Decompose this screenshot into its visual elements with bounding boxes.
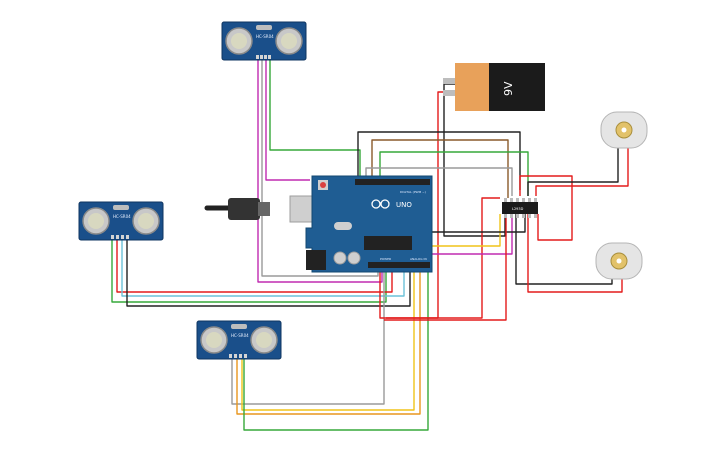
wire-motor-bottom-a[interactable] — [515, 214, 613, 285]
wire-left-sensor-trig[interactable] — [116, 240, 393, 293]
motor-driver-label: L293D — [512, 207, 524, 211]
wire-left-sensor-echo[interactable] — [121, 240, 405, 297]
wire-board-brown[interactable] — [371, 139, 509, 198]
wire-bottom-sensor-echo[interactable] — [241, 272, 415, 411]
wire-driver-magenta[interactable] — [404, 214, 513, 255]
motor-driver[interactable]: L293D — [502, 198, 538, 218]
wire-left-sensor-gnd[interactable] — [126, 240, 411, 307]
wires — [111, 58, 629, 431]
wire-bottom-sensor-gnd[interactable] — [243, 272, 429, 431]
wire-top-sensor-gnd[interactable] — [269, 58, 361, 184]
sensor-bottom-label: HC-SR04 — [231, 333, 249, 338]
board-digital-label: DIGITAL (PWM ~) — [400, 190, 426, 194]
wire-driver-red-b[interactable] — [519, 175, 573, 241]
wire-driver-red-a[interactable] — [386, 197, 500, 319]
dc-motor-top[interactable] — [600, 111, 648, 149]
ultrasonic-sensor-bottom[interactable]: HC-SR04 — [196, 320, 282, 360]
wire-left-sensor-vcc[interactable] — [111, 240, 387, 303]
wire-top-sensor-echo[interactable] — [265, 58, 310, 181]
dc-motor-icon — [595, 242, 643, 280]
wire-top-sensor-trig[interactable] — [261, 58, 379, 277]
ultrasonic-sensor-icon — [225, 25, 303, 55]
wire-bottom-sensor-vcc[interactable] — [231, 272, 385, 405]
battery-label: 9V — [502, 81, 515, 96]
arduino-uno-board[interactable]: UNO DIGITAL (PWM ~) POWER ANALOG IN — [204, 175, 433, 273]
sensor-top-label: HC-SR04 — [256, 34, 274, 39]
arduino-logo-icon — [371, 199, 390, 209]
wire-top-sensor-vcc[interactable] — [257, 58, 383, 283]
wire-motor-top-a[interactable] — [527, 148, 619, 196]
battery-9v-icon — [443, 63, 545, 111]
wire-driver-yellow[interactable] — [414, 214, 501, 247]
sensor-left-label: HC-SR04 — [113, 214, 131, 219]
ultrasonic-sensor-top[interactable]: HC-SR04 — [221, 21, 307, 61]
wire-driver-black-low[interactable] — [430, 214, 526, 233]
dc-motor-icon — [600, 111, 648, 149]
battery-9v[interactable]: 9V — [443, 63, 545, 111]
usb-connector-icon — [204, 195, 327, 223]
board-brand-label: UNO — [396, 201, 412, 209]
ultrasonic-sensor-icon — [200, 324, 278, 354]
motor-driver-chip-icon — [502, 198, 538, 218]
wire-motor-top-b[interactable] — [535, 148, 629, 196]
wire-board-black-top[interactable] — [357, 131, 521, 190]
wire-motor-bottom-b[interactable] — [527, 214, 623, 293]
dc-motor-bottom[interactable] — [595, 242, 643, 280]
board-analog-label: ANALOG IN — [410, 257, 427, 261]
wire-driver-red-low[interactable] — [384, 214, 507, 321]
ultrasonic-sensor-icon — [82, 205, 160, 235]
wire-bottom-sensor-trig[interactable] — [236, 272, 421, 415]
board-power-label: POWER — [380, 257, 391, 261]
ultrasonic-sensor-left[interactable]: HC-SR04 — [78, 201, 164, 241]
